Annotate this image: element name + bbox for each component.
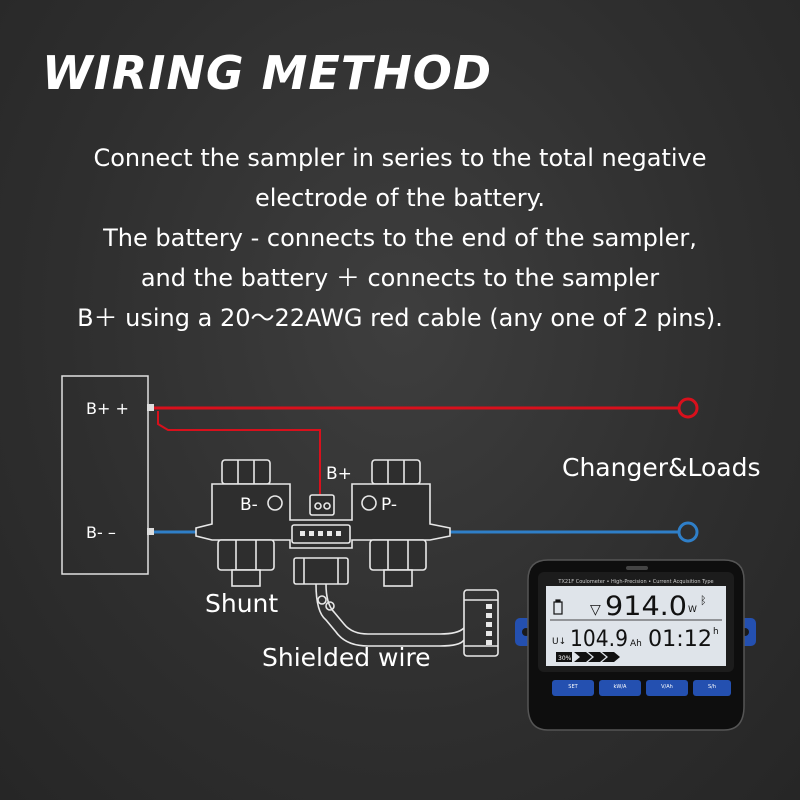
battery-minus-terminal xyxy=(147,528,154,535)
description-line: and the battery ＋ connects to the sample… xyxy=(140,264,660,292)
bluetooth-icon: ᛒ xyxy=(700,594,707,607)
battery-plus-terminal xyxy=(147,404,154,411)
battery-plus-label: B+ + xyxy=(86,399,129,418)
description-line: electrode of the battery. xyxy=(254,184,546,212)
sense-wire xyxy=(157,411,321,497)
direction-arrow: ▽ xyxy=(590,602,601,618)
page-title: WIRING METHOD xyxy=(42,46,493,100)
loads-label: Changer&Loads xyxy=(562,453,761,482)
percent-label: 30% xyxy=(558,655,572,662)
device-buttons xyxy=(552,680,731,696)
cable-connector-pins xyxy=(486,604,492,645)
vah-button-label: V/Ah xyxy=(661,684,673,690)
sh-button-label: S/h xyxy=(708,684,716,690)
shielded-cable xyxy=(315,583,499,657)
capacity-prefix: U↓ xyxy=(552,637,566,647)
description-line: Connect the sampler in series to the tot… xyxy=(93,144,707,172)
loads-positive-ring xyxy=(677,397,699,419)
loads-negative-ring xyxy=(677,521,699,543)
power-value: 914.0 xyxy=(605,591,687,622)
time-value: 01:12 xyxy=(648,627,712,652)
shunt-pminus-label: P- xyxy=(381,495,397,515)
shielded-wire-label: Shielded wire xyxy=(262,643,431,672)
wiring-description: Connect the sampler in series to the tot… xyxy=(0,138,800,338)
shunt-bminus-label: B- xyxy=(240,495,258,515)
kwa-button[interactable] xyxy=(599,680,641,696)
set-button[interactable] xyxy=(552,680,594,696)
set-button-label: SET xyxy=(568,684,578,690)
shunt-caption: Shunt xyxy=(205,589,278,618)
description-line: The battery - connects to the end of the… xyxy=(103,224,697,252)
capacity-unit: Ah xyxy=(630,639,642,649)
sh-button[interactable] xyxy=(693,680,731,696)
battery-box xyxy=(61,375,149,575)
time-unit: h xyxy=(713,627,719,637)
kwa-button-label: kW/A xyxy=(614,684,628,690)
power-unit: W xyxy=(688,605,697,615)
capacity-value: 104.9 xyxy=(570,627,628,652)
battery-minus-label: B- – xyxy=(86,523,116,542)
battery-icon xyxy=(553,599,563,615)
device-header: TX21F Coulometer • High-Precision • Curr… xyxy=(557,579,713,585)
shunt-bplus-label: B+ xyxy=(326,464,352,484)
description-line: B＋ using a 20～22AWG red cable (any one o… xyxy=(77,304,723,332)
shunt-block xyxy=(195,459,451,587)
percent-bar xyxy=(556,652,620,662)
pin-header-pins xyxy=(300,531,341,536)
vah-button[interactable] xyxy=(646,680,688,696)
